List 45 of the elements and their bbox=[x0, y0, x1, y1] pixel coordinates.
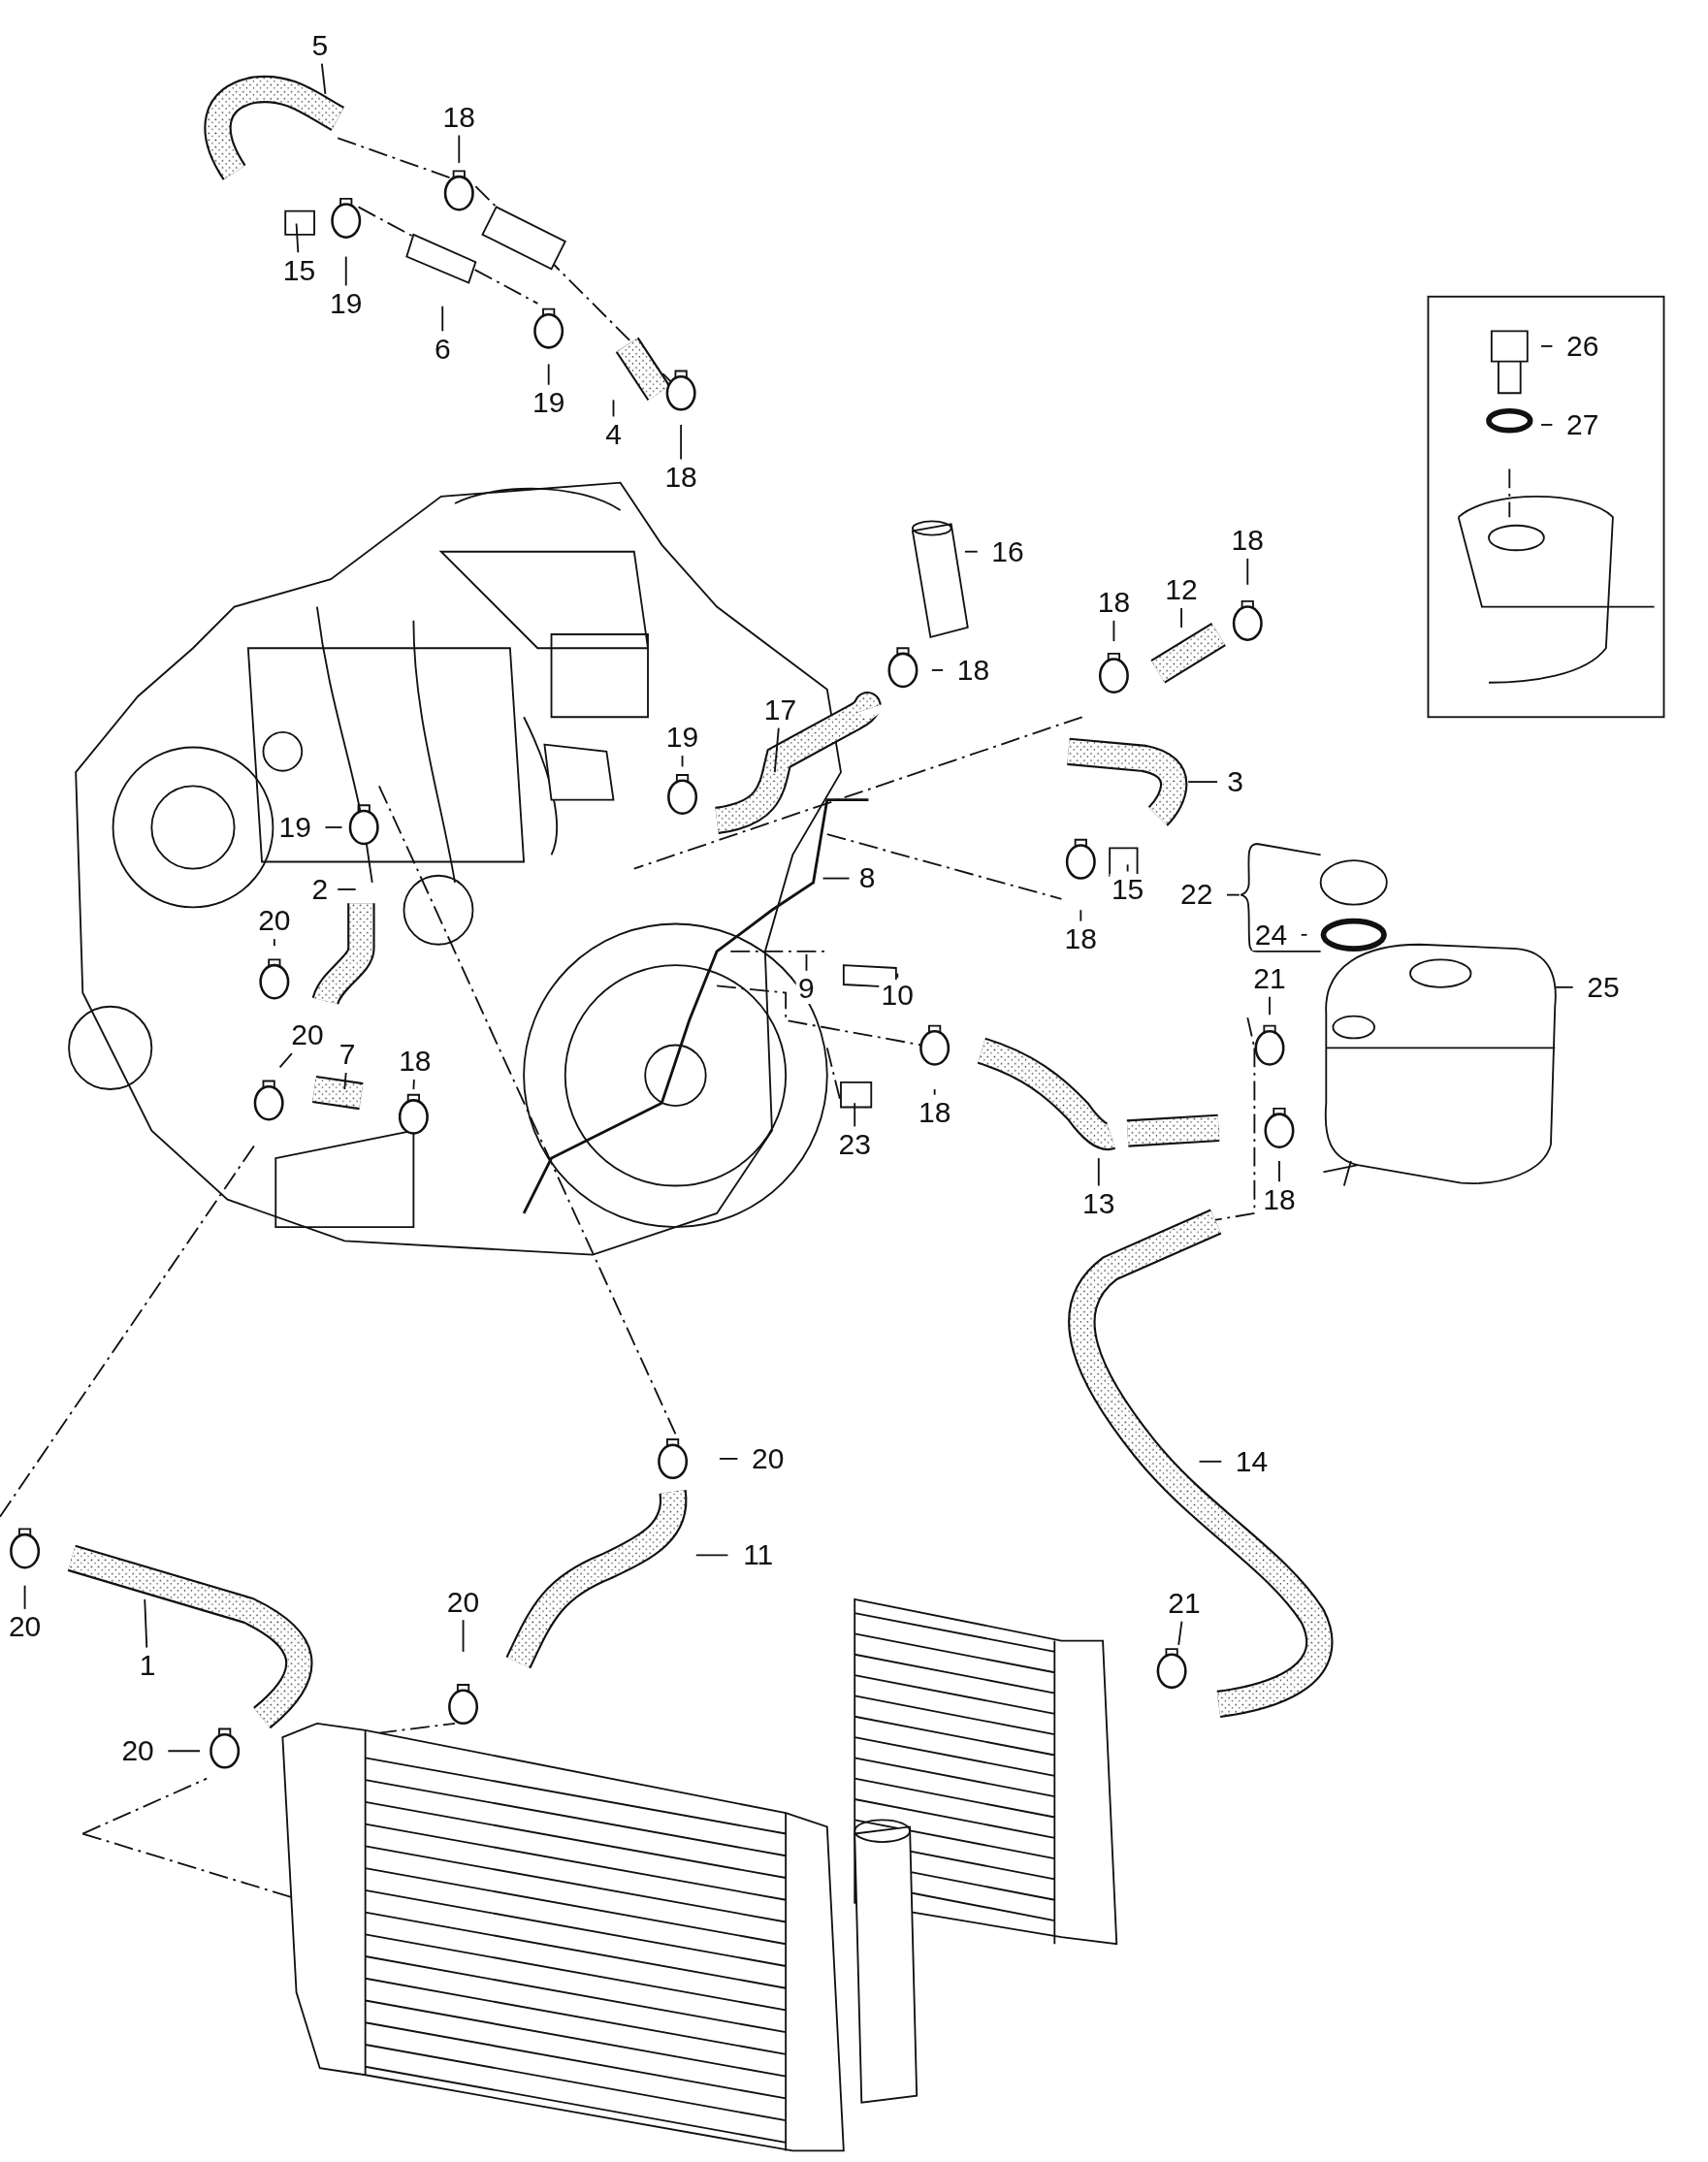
leader-line bbox=[1300, 933, 1308, 936]
leader-line bbox=[167, 1750, 201, 1753]
leader-line bbox=[23, 1584, 26, 1610]
leader-line bbox=[1198, 1460, 1223, 1463]
leader-line bbox=[694, 1554, 729, 1557]
leader-line bbox=[337, 888, 357, 890]
leader-line bbox=[144, 1598, 148, 1649]
leader-line bbox=[896, 972, 899, 979]
leader-line bbox=[1177, 1620, 1183, 1646]
leader-line bbox=[1080, 909, 1082, 922]
leader-line bbox=[1226, 893, 1241, 896]
leader-line bbox=[441, 305, 444, 333]
leader-line bbox=[719, 1458, 739, 1460]
leader-line bbox=[1097, 1157, 1100, 1187]
leader-line bbox=[547, 363, 550, 386]
leader-line bbox=[324, 826, 343, 828]
leader-line bbox=[680, 424, 683, 461]
leader-line bbox=[1112, 619, 1115, 643]
leader-line bbox=[295, 222, 300, 254]
leader-line bbox=[930, 669, 945, 671]
leader-line bbox=[805, 952, 808, 972]
leader-line bbox=[412, 1079, 415, 1090]
leader-line bbox=[278, 1052, 293, 1069]
leader-line bbox=[933, 1088, 936, 1096]
leader-line bbox=[681, 755, 684, 768]
leader-line bbox=[343, 1072, 347, 1090]
leader-line bbox=[773, 726, 780, 774]
leader-line bbox=[1269, 995, 1271, 1016]
leader-line bbox=[1540, 345, 1554, 347]
leader-line bbox=[458, 134, 461, 164]
leader-line bbox=[273, 938, 275, 948]
leader-line bbox=[822, 877, 851, 880]
leader-line bbox=[1540, 424, 1554, 426]
leader-line bbox=[1126, 863, 1129, 873]
leader-line bbox=[344, 255, 347, 287]
leader-line bbox=[1180, 607, 1182, 629]
leader-line bbox=[320, 62, 327, 95]
leader-line bbox=[612, 399, 615, 418]
leader-line bbox=[1554, 985, 1574, 988]
leader-line bbox=[1278, 1160, 1280, 1183]
leader-line bbox=[1187, 781, 1218, 783]
leader-line bbox=[462, 1619, 465, 1653]
leader-line bbox=[964, 550, 979, 553]
leader-line bbox=[854, 1102, 856, 1128]
leader-line bbox=[1246, 557, 1249, 586]
